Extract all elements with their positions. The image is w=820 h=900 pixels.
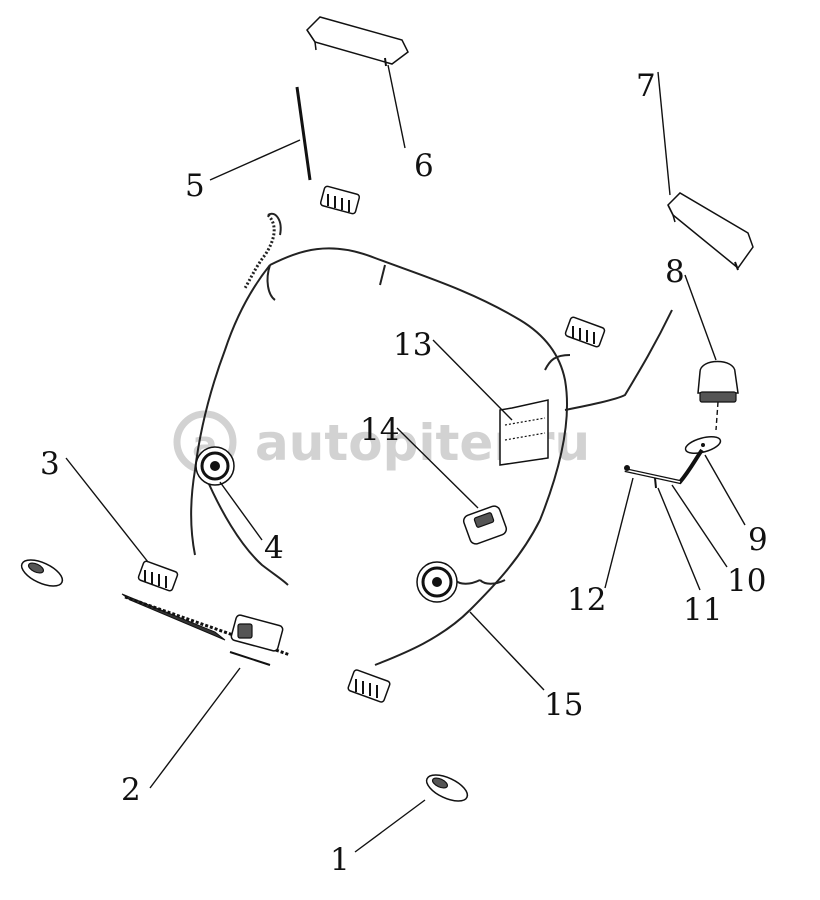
callout-9: 9 xyxy=(748,522,768,558)
callout-4: 4 xyxy=(264,530,284,566)
callout-15: 15 xyxy=(544,687,583,723)
callouts: 1 2 3 4 5 6 7 8 9 10 11 12 13 14 15 xyxy=(40,68,768,878)
left-small-lamp xyxy=(20,559,64,587)
part-9-mount-plate xyxy=(684,436,722,454)
callout-5: 5 xyxy=(185,168,205,204)
part-1-lamp xyxy=(425,774,469,802)
bottom-work-lamp xyxy=(347,669,391,703)
callout-10: 10 xyxy=(727,563,766,599)
right-work-lamp xyxy=(564,316,606,348)
callout-13: 13 xyxy=(393,327,432,363)
part-3-work-lamp xyxy=(137,560,179,592)
part-4-speaker xyxy=(195,446,235,486)
callout-8: 8 xyxy=(665,254,685,290)
part-7-marker-light xyxy=(667,192,754,271)
part-14-switch xyxy=(462,505,508,545)
callout-7: 7 xyxy=(636,68,656,104)
part-2-wiper-assembly xyxy=(121,593,291,666)
wiring-harness xyxy=(190,212,673,666)
bracket-assembly xyxy=(624,448,704,489)
part-8-beacon xyxy=(697,360,739,431)
part-5-antenna-rod xyxy=(295,86,312,181)
callout-11: 11 xyxy=(683,592,722,628)
callout-12: 12 xyxy=(567,582,606,618)
part-6-marker-light xyxy=(306,16,409,67)
callout-3: 3 xyxy=(40,446,60,482)
callout-6: 6 xyxy=(414,148,434,184)
callout-14: 14 xyxy=(360,412,399,448)
part-13-control-module xyxy=(499,399,549,466)
leader-lines xyxy=(65,64,746,853)
callout-2: 2 xyxy=(121,772,141,808)
top-work-lamp xyxy=(319,185,361,215)
center-speaker xyxy=(416,561,458,603)
callout-1: 1 xyxy=(330,842,350,878)
